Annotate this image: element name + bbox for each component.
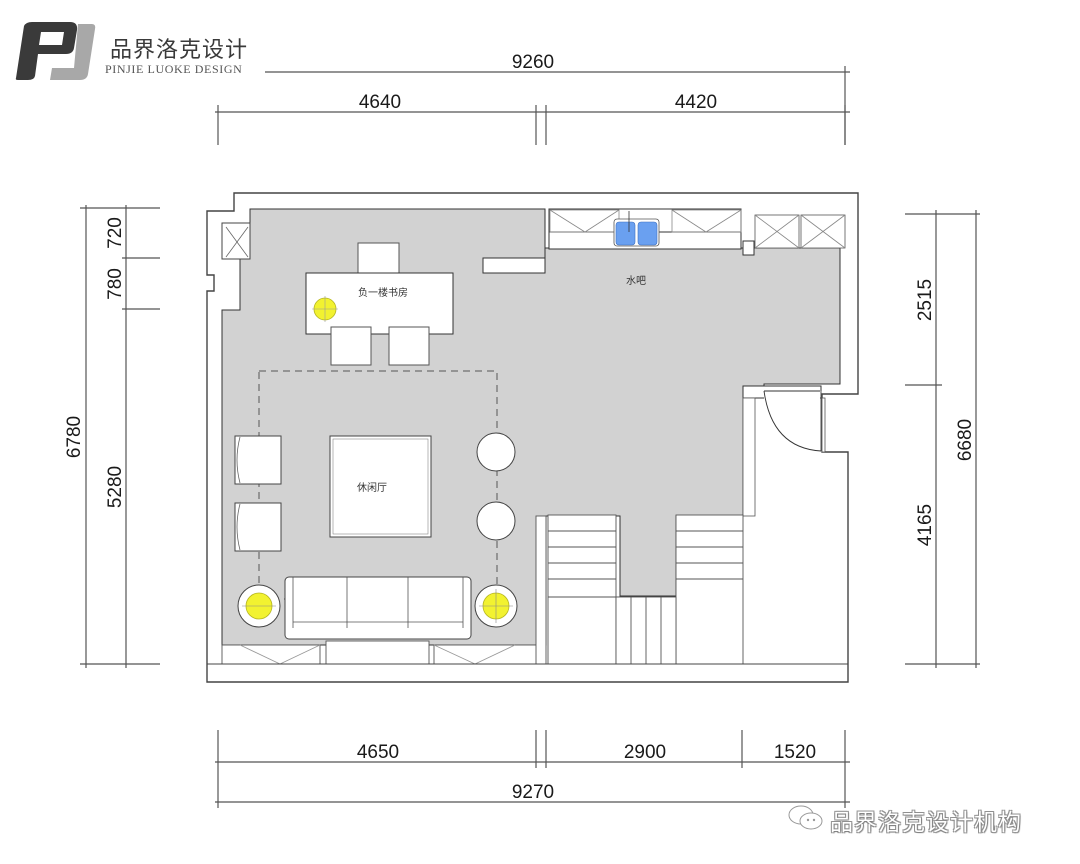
dim-left-segment-2: 780: [105, 268, 126, 300]
dim-top-segment-2: 4420: [675, 92, 717, 113]
staircase: [535, 514, 744, 665]
coffee-table: [329, 435, 432, 538]
desk-lamp-icon: [312, 296, 338, 322]
double-sink-icon: [613, 211, 660, 247]
wechat-icon: [788, 805, 823, 830]
column: [742, 240, 755, 256]
dim-bottom-segment-3: 1520: [774, 742, 816, 763]
round-stool-2: [476, 501, 516, 541]
floor-lamp-right-icon: [474, 584, 518, 628]
storage-cabinets: [754, 214, 846, 249]
dimension-bottom: [215, 730, 850, 808]
shaft-cross-icon: [225, 226, 249, 258]
door: [742, 385, 826, 517]
dimension-left: [80, 205, 160, 668]
partition-wall: [482, 257, 546, 274]
pj-logo-icon: [15, 22, 96, 80]
dim-left-segment-1: 720: [105, 217, 126, 249]
dim-top-segment-1: 4640: [359, 92, 401, 113]
armchair-1: [234, 435, 282, 485]
dim-right-segment-1: 2515: [915, 279, 936, 321]
dim-bottom-overall: 9270: [512, 782, 554, 803]
dim-right-segment-2: 4165: [915, 504, 936, 546]
room-label-bar: 水吧: [626, 275, 646, 287]
round-stool-1: [476, 432, 516, 472]
dim-bottom-segment-2: 2900: [624, 742, 666, 763]
dimension-right: [905, 210, 980, 668]
dimension-top: [215, 66, 850, 145]
upper-cabinet-right: [671, 209, 742, 233]
rug-outline: [258, 370, 498, 600]
room-label-study: 负一楼书房: [358, 286, 408, 299]
tv-cabinet: [221, 640, 542, 665]
dim-left-segment-3: 5280: [105, 466, 126, 508]
brand-name-en: PINJIE LUOKE DESIGN: [105, 62, 243, 76]
dim-left-overall: 6780: [64, 416, 85, 458]
sofa: [284, 576, 472, 640]
dim-top-overall: 9260: [512, 52, 554, 73]
dim-bottom-segment-1: 4650: [357, 742, 399, 763]
floor-lamp-left-icon: [237, 584, 281, 628]
armchair-2: [234, 502, 282, 552]
room-label-lounge: 休闲厅: [357, 481, 387, 494]
dim-right-overall: 6680: [955, 419, 976, 461]
brand-name-cn: 品界洛克设计: [110, 37, 249, 62]
footer-brand-text: 品界洛克设计机构: [830, 809, 1022, 835]
brand-logo: 品界洛克设计 PINJIE LUOKE DESIGN: [8, 18, 268, 84]
